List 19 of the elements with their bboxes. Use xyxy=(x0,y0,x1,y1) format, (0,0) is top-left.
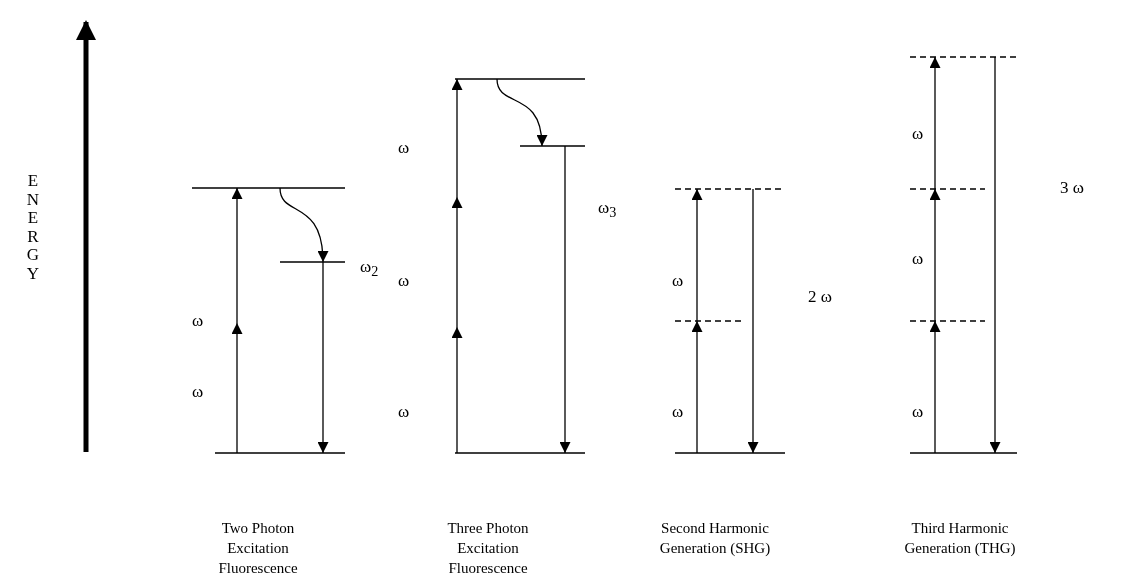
frequency-label: ω xyxy=(398,402,410,422)
frequency-label: ω xyxy=(398,271,410,291)
frequency-label: 3 ω xyxy=(1060,178,1084,198)
frequency-label: ω xyxy=(192,382,204,402)
frequency-label: ω$_{3}$ xyxy=(598,198,617,222)
process-caption: Third Harmonic Generation (THG) xyxy=(903,519,1017,558)
process-caption: Three Photon Excitation Fluorescence xyxy=(446,519,530,578)
frequency-label: ω xyxy=(912,402,924,422)
frequency-label: ω xyxy=(672,271,684,291)
frequency-label: ω xyxy=(912,249,924,269)
axis-label: ENERGY xyxy=(26,172,40,283)
frequency-label: ω xyxy=(672,402,684,422)
frequency-label: ω xyxy=(912,124,924,144)
frequency-label: ω xyxy=(398,138,410,158)
process-caption: Second Harmonic Generation (SHG) xyxy=(658,519,772,558)
process-caption: Two Photon Excitation Fluorescence xyxy=(217,519,299,578)
frequency-label: 2 ω xyxy=(808,287,832,307)
frequency-label: ω$_{2}$ xyxy=(360,257,379,281)
frequency-label: ω xyxy=(192,311,204,331)
